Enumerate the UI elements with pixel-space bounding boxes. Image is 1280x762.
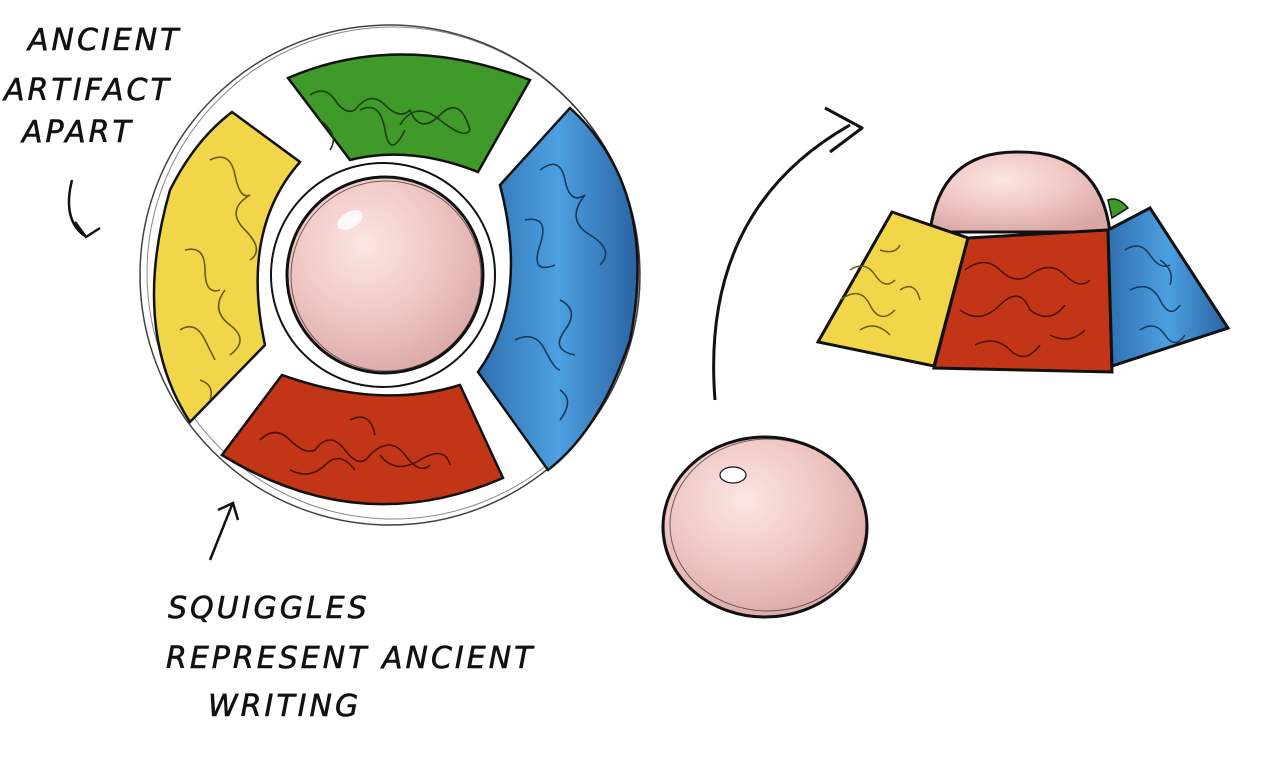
assembled-blue-segment [1106,206,1231,369]
up-arrow-icon [208,501,240,561]
note-represent-ancient: REPRESENT ANCIENT [166,641,535,676]
squiggles-note: SQUIGGLES REPRESENT ANCIENT WRITING [166,501,535,724]
red-segment [220,373,505,506]
assembled-artifact-drawing [815,150,1231,374]
yellow-segment [152,110,302,424]
down-arrow-icon [67,179,101,239]
artifact-apart-drawing [139,24,641,526]
note-artifact: ARTIFACT [2,73,172,108]
note-apart: APART [20,115,134,150]
assembled-red-segment [932,228,1114,374]
note-squiggles: SQUIGGLES [168,591,370,626]
blue-segment [476,106,639,472]
artifact-apart-note: ANCIENT ARTIFACT APART [2,23,181,239]
curved-arrow [712,106,864,401]
green-segment [286,53,532,174]
note-writing: WRITING [208,689,361,724]
loose-orb-drawing [661,435,869,619]
note-ancient: ANCIENT [26,23,181,58]
center-orb [285,175,485,375]
